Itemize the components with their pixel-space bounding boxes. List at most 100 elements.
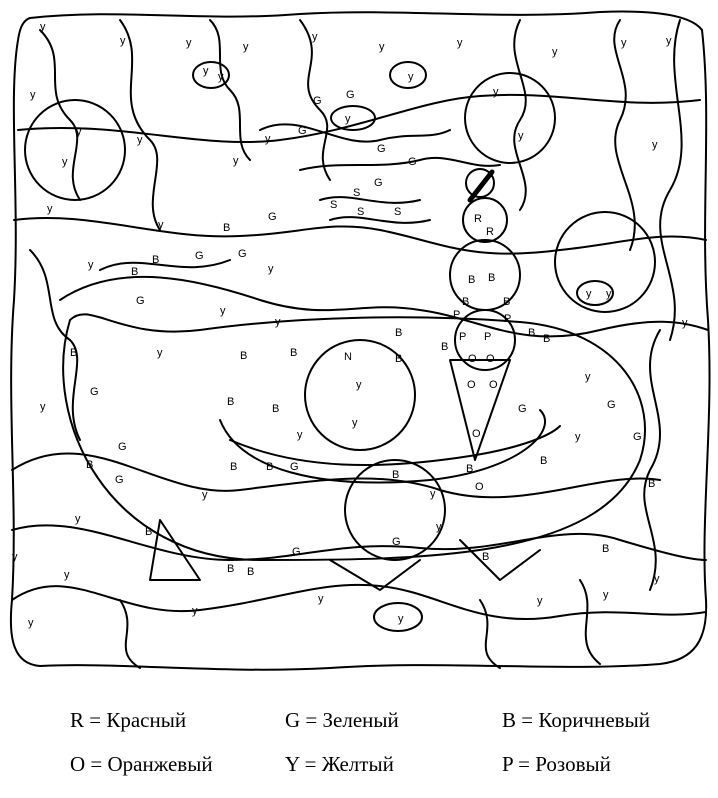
letter-y: y <box>218 71 224 83</box>
letter-B: B <box>247 566 254 578</box>
letter-y: y <box>356 379 362 391</box>
letter-P: P <box>459 331 466 343</box>
letter-P: P <box>504 313 511 325</box>
letter-y: y <box>243 41 249 53</box>
letter-y: y <box>40 401 46 413</box>
legend-color-name: Коричневый <box>538 708 650 732</box>
legend-item-yellow: Y = Желтый <box>285 752 394 777</box>
letter-y: y <box>120 35 126 47</box>
picture-lines <box>9 10 711 671</box>
letter-y: y <box>47 203 53 215</box>
letter-B: B <box>272 403 279 415</box>
letter-B: B <box>227 563 234 575</box>
legend-color-name: Зеленый <box>322 708 399 732</box>
letter-G: G <box>90 386 99 398</box>
letter-y: y <box>352 417 358 429</box>
letter-G: G <box>408 156 417 168</box>
color-by-letter-picture: y y y y y y y y y y y y y y y y y G G y … <box>9 10 711 671</box>
letter-B: B <box>131 266 138 278</box>
legend-item-orange: O = Оранжевый <box>70 752 213 777</box>
letter-y: y <box>666 35 672 47</box>
letter-B: B <box>482 551 489 563</box>
letter-B: B <box>290 347 297 359</box>
legend-item-pink: P = Розовый <box>502 752 611 777</box>
letter-y: y <box>157 347 163 359</box>
letter-B: B <box>240 350 247 362</box>
letter-B: B <box>230 461 237 473</box>
letter-B: B <box>528 327 535 339</box>
letter-y: y <box>30 89 36 101</box>
letter-G: G <box>518 403 527 415</box>
letter-y: y <box>621 37 627 49</box>
letter-B: B <box>540 455 547 467</box>
legend-equals: = <box>300 708 323 732</box>
letter-G: G <box>633 431 642 443</box>
letter-G: G <box>238 248 247 260</box>
letter-B: B <box>602 543 609 555</box>
letter-y: y <box>297 429 303 441</box>
letter-O: O <box>486 353 495 365</box>
letter-y: y <box>345 113 351 125</box>
letter-B: B <box>395 353 402 365</box>
letter-y: y <box>436 521 442 533</box>
legend-code: G <box>285 708 301 732</box>
letter-y: y <box>75 513 81 525</box>
letter-y: y <box>603 589 609 601</box>
letter-y: y <box>575 431 581 443</box>
letter-B: B <box>395 327 402 339</box>
letter-y: y <box>408 71 414 83</box>
legend-item-red: R = Красный <box>70 708 186 733</box>
letter-N: N <box>344 351 352 363</box>
letter-B: B <box>503 296 510 308</box>
letter-B: B <box>266 461 273 473</box>
letter-y: y <box>430 488 436 500</box>
letter-y: y <box>88 259 94 271</box>
letter-S: S <box>394 206 401 218</box>
letter-y: y <box>28 617 34 629</box>
letter-G: G <box>136 295 145 307</box>
letter-y: y <box>76 126 82 138</box>
letter-O: O <box>489 379 498 391</box>
letter-y: y <box>203 65 209 77</box>
letter-y: y <box>585 371 591 383</box>
letter-G: G <box>392 536 401 548</box>
letter-G: G <box>374 177 383 189</box>
letter-y: y <box>606 288 612 300</box>
letter-y: y <box>457 37 463 49</box>
letter-O: O <box>468 353 477 365</box>
letter-y: y <box>202 489 208 501</box>
letter-B: B <box>145 526 152 538</box>
legend-color-name: Оранжевый <box>107 752 213 776</box>
legend-color-name: Розовый <box>535 752 611 776</box>
letter-G: G <box>195 250 204 262</box>
letter-y: y <box>158 219 164 231</box>
letter-P: P <box>453 309 460 321</box>
letter-y: y <box>220 305 226 317</box>
letter-y: y <box>379 41 385 53</box>
letter-y: y <box>268 263 274 275</box>
letter-B: B <box>86 459 93 471</box>
letter-S: S <box>330 199 337 211</box>
letter-G: G <box>292 546 301 558</box>
letter-y: y <box>312 31 318 43</box>
legend-equals: = <box>516 708 539 732</box>
letter-G: G <box>377 143 386 155</box>
letter-B: B <box>441 341 448 353</box>
letter-B: B <box>488 272 495 284</box>
letter-y: y <box>518 130 524 142</box>
letter-y: y <box>40 21 46 33</box>
letter-G: G <box>118 441 127 453</box>
legend-equals: = <box>512 752 536 776</box>
letter-y: y <box>64 569 70 581</box>
letter-G: G <box>290 461 299 473</box>
letter-B: B <box>466 463 473 475</box>
letter-B: B <box>462 296 469 308</box>
letter-G: G <box>298 125 307 137</box>
letter-y: y <box>493 86 499 98</box>
legend-equals: = <box>299 752 322 776</box>
letter-R: R <box>486 226 494 238</box>
letter-B: B <box>392 469 399 481</box>
letter-y: y <box>233 155 239 167</box>
legend-equals: = <box>85 752 108 776</box>
letter-O: O <box>467 379 476 391</box>
